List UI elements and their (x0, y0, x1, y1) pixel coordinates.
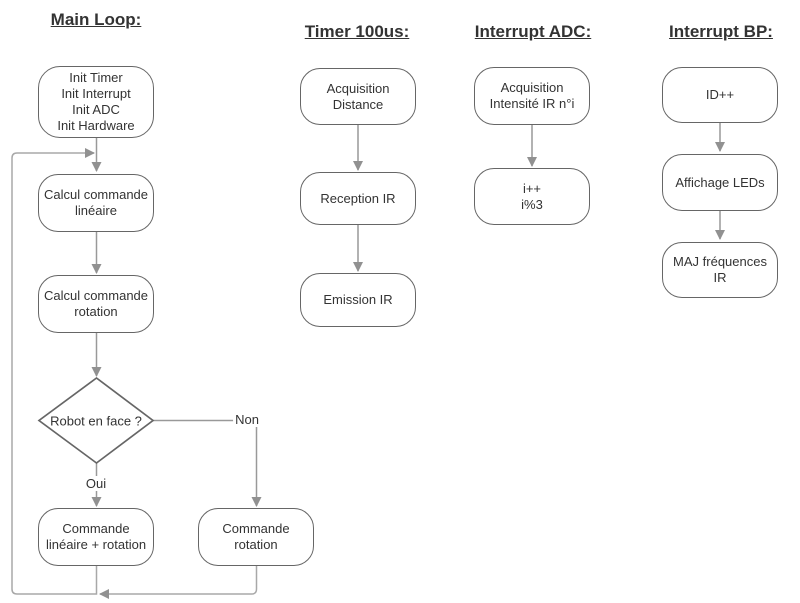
node-acquisition-intensite-ir: Acquisition Intensité IR n°i (474, 67, 590, 125)
node-increment-i: i++ i%3 (474, 168, 590, 225)
node-id-increment: ID++ (662, 67, 778, 123)
edge-label-non: Non (233, 412, 261, 427)
node-commande-rotation: Commande rotation (198, 508, 314, 566)
interrupt-adc-title: Interrupt ADC: (474, 22, 592, 41)
node-commande-lineaire-rotation: Commande linéaire + rotation (38, 508, 154, 566)
node-emission-ir: Emission IR (300, 273, 416, 327)
node-maj-frequences-ir: MAJ fréquences IR (662, 242, 778, 298)
main-loop-title: Main Loop: (50, 10, 142, 29)
decision-diamond-shape (37, 376, 155, 465)
edge-label-oui: Oui (83, 476, 109, 491)
connector-rotation-merge (99, 566, 258, 599)
node-init: Init Timer Init Interrupt Init ADC Init … (38, 66, 154, 138)
connector-loop-return (11, 148, 98, 595)
timer-title: Timer 100us: (304, 22, 410, 41)
connector-decision-non (153, 419, 262, 507)
decision-robot-en-face-label: Robot en face ? (50, 413, 142, 429)
interrupt-bp-title: Interrupt BP: (669, 22, 773, 41)
node-calcul-commande-lineaire: Calcul commande linéaire (38, 174, 154, 232)
node-affichage-leds: Affichage LEDs (662, 154, 778, 211)
node-calcul-commande-rotation: Calcul commande rotation (38, 275, 154, 333)
node-reception-ir: Reception IR (300, 172, 416, 225)
node-acquisition-distance: Acquisition Distance (300, 68, 416, 125)
